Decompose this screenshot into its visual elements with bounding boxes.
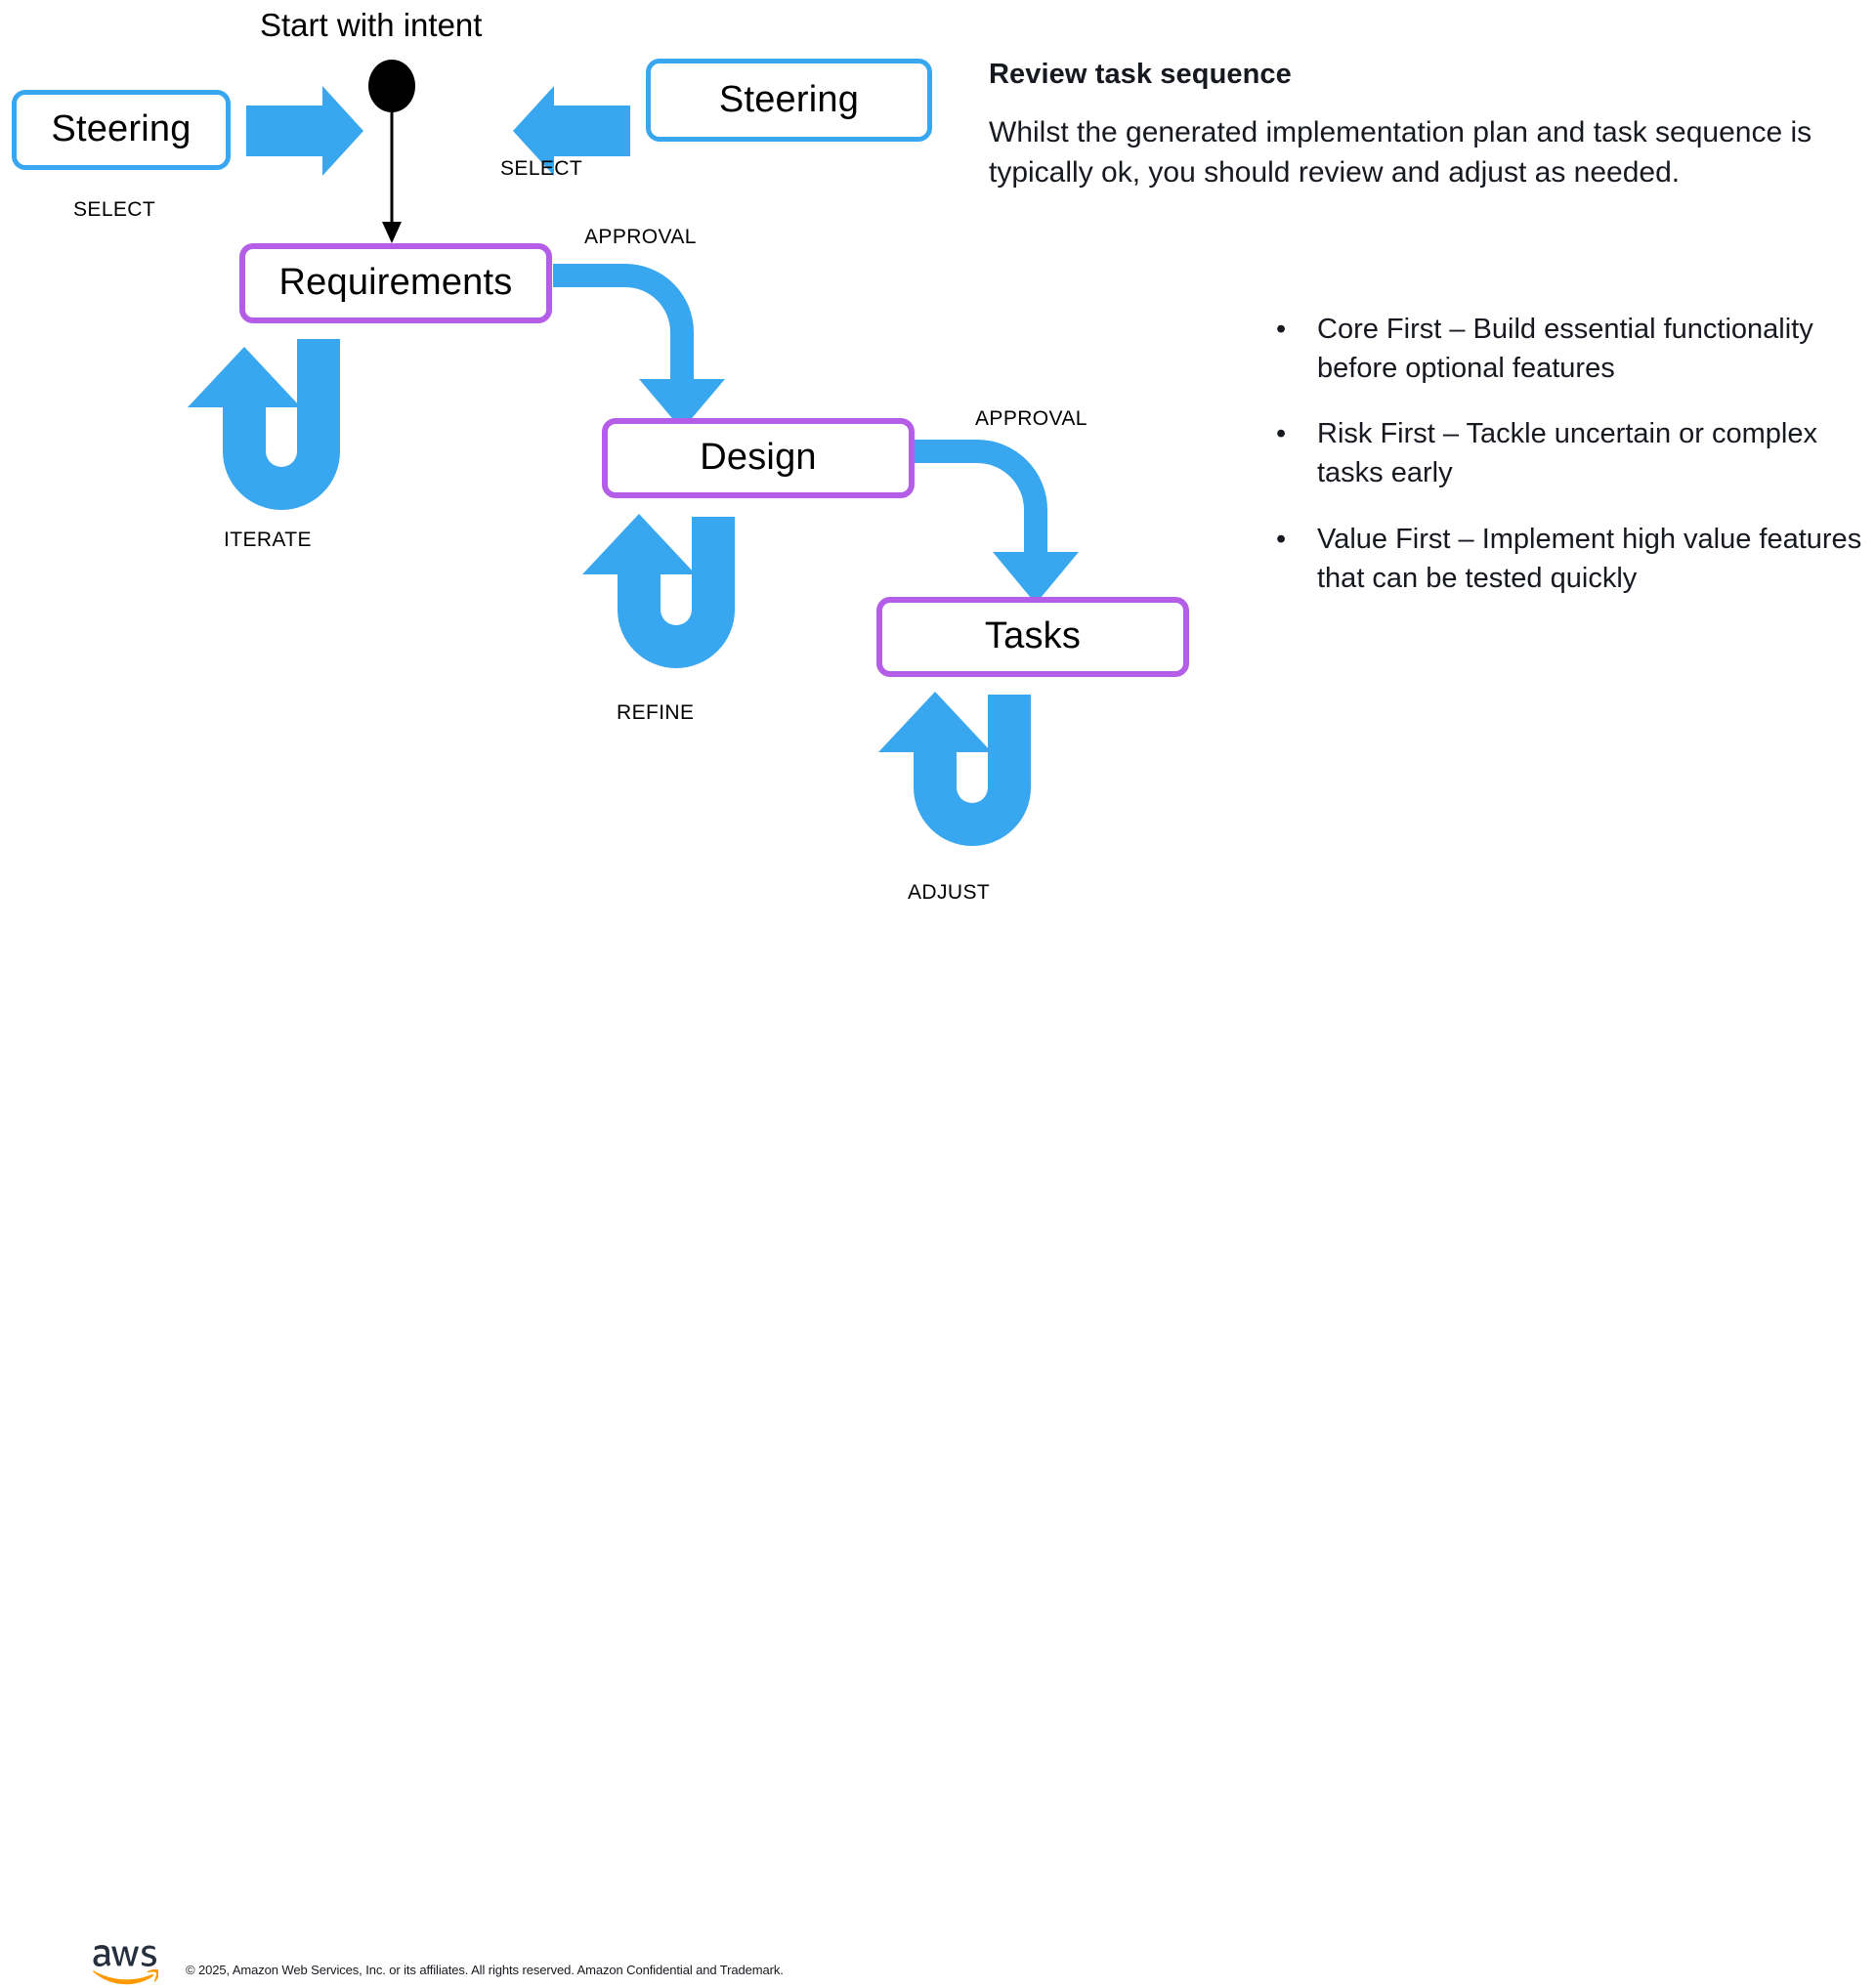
arrow-iterate-requirements — [188, 339, 340, 510]
list-item: • Value First – Implement high value fea… — [1270, 521, 1876, 598]
edge-label-approval-tasks: APPROVAL — [975, 407, 1087, 430]
edge-label-iterate: ITERATE — [224, 528, 312, 551]
arrow-adjust-tasks — [878, 692, 1031, 846]
edge-label-approval-design: APPROVAL — [584, 226, 697, 248]
start-node-dot — [368, 60, 415, 112]
node-steering-left-label: Steering — [51, 108, 192, 150]
aws-logo-icon — [93, 1945, 158, 1985]
list-item-text: Core First – Build essential functionali… — [1317, 314, 1813, 384]
arrow-select-left — [246, 86, 363, 176]
node-requirements[interactable]: Requirements — [239, 243, 552, 323]
node-requirements-label: Requirements — [278, 262, 513, 304]
list-item: • Risk First – Tackle uncertain or compl… — [1270, 415, 1876, 492]
bullet-marker-icon: • — [1276, 523, 1287, 555]
panel-body-text: Whilst the generated implementation plan… — [989, 116, 1812, 190]
node-design-label: Design — [700, 437, 817, 479]
panel-heading: Review task sequence — [989, 59, 1292, 90]
arrow-refine-design — [582, 514, 735, 668]
list-item: • Core First – Build essential functiona… — [1270, 311, 1876, 388]
edge-label-adjust: ADJUST — [908, 881, 991, 904]
node-tasks-label: Tasks — [984, 615, 1082, 657]
start-with-intent-title: Start with intent — [260, 7, 483, 43]
arrow-approval-design-tasks — [915, 440, 1079, 604]
arrow-approval-requirements-design — [553, 264, 725, 430]
list-item-text: Risk First – Tackle uncertain or complex… — [1317, 418, 1817, 489]
bullet-marker-icon: • — [1276, 314, 1287, 345]
node-steering-left[interactable]: Steering — [12, 90, 231, 170]
bullet-marker-icon: • — [1276, 418, 1287, 450]
slide-footer: © 2025, Amazon Web Services, Inc. or its… — [0, 967, 1876, 1985]
principles-list: • Core First – Build essential functiona… — [1270, 311, 1876, 625]
list-item-text: Value First – Implement high value featu… — [1317, 523, 1862, 594]
edge-label-refine: REFINE — [617, 701, 695, 724]
edge-label-select-left: SELECT — [73, 198, 156, 221]
node-design[interactable]: Design — [602, 418, 915, 498]
edge-label-select-right: SELECT — [500, 157, 583, 180]
node-steering-right[interactable]: Steering — [646, 59, 932, 142]
review-panel: Review task sequence Whilst the generate… — [989, 59, 1876, 193]
node-tasks[interactable]: Tasks — [876, 597, 1189, 677]
node-steering-right-label: Steering — [718, 78, 860, 120]
copyright-text: © 2025, Amazon Web Services, Inc. or its… — [186, 1963, 784, 1977]
connector-start-to-requirements — [382, 109, 402, 243]
